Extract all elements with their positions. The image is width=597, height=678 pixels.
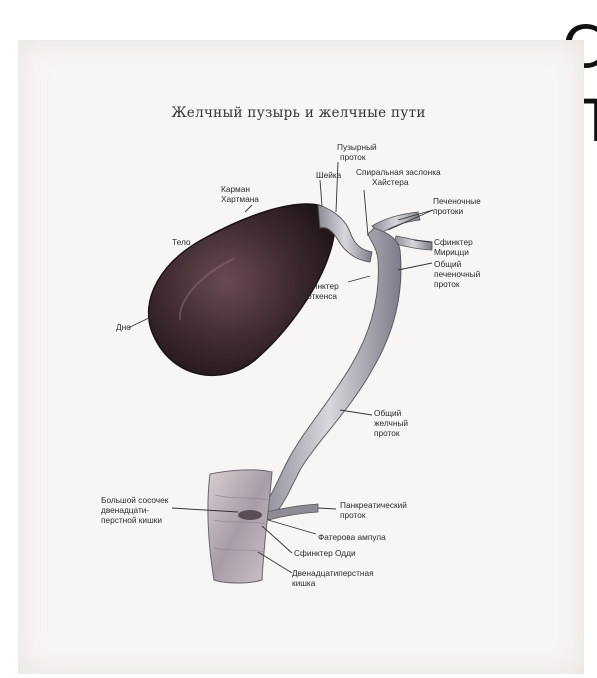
label-lutkens-sphincter: Люткенса (300, 291, 337, 301)
label-vater-ampulla: Фатерова ампула (318, 532, 386, 542)
label-major-papilla: двенадцати- (101, 505, 149, 515)
label-common-bile-duct: желчный (374, 418, 408, 428)
label-common-hepatic-duct: печеночный (434, 269, 481, 279)
label-pancreatic-duct: Панкреатический (340, 500, 407, 510)
label-cystic-duct: Пузырный (337, 142, 377, 152)
label-common-hepatic-duct: Общий (434, 259, 462, 269)
label-mirizzi-sphincter: Сфинктер (434, 237, 473, 247)
label-pancreatic-duct: проток (340, 510, 366, 520)
label-body: Тело (172, 237, 191, 247)
label-fundus: Дно (116, 322, 131, 332)
label-duodenum: кишка (292, 578, 316, 588)
label-neck: Шейка (316, 170, 342, 180)
label-hartmann-pouch: Карман (221, 184, 250, 194)
label-common-bile-duct: проток (374, 428, 400, 438)
label-duodenum: Двенадцатиперстная (292, 568, 374, 578)
label-hepatic-ducts: протоки (433, 206, 463, 216)
label-lutkens-sphincter: Сфинктер (300, 281, 339, 291)
label-heister-valve: Хайстера (372, 177, 409, 187)
label-major-papilla: Большой сосочек (101, 495, 169, 505)
label-heister-valve: Спиральная заслонка (356, 167, 441, 177)
label-oddi-sphincter: Сфинктер Одди (294, 548, 356, 558)
label-hartmann-pouch: Хартмана (221, 194, 259, 204)
major-papilla (238, 510, 262, 520)
label-hepatic-ducts: Печеночные (433, 196, 481, 206)
label-common-hepatic-duct: проток (434, 279, 460, 289)
label-mirizzi-sphincter: Мирицци (434, 247, 469, 257)
label-cystic-duct: проток (340, 152, 366, 162)
label-major-papilla: перстной кишки (101, 515, 162, 525)
label-common-bile-duct: Общий (374, 408, 402, 418)
